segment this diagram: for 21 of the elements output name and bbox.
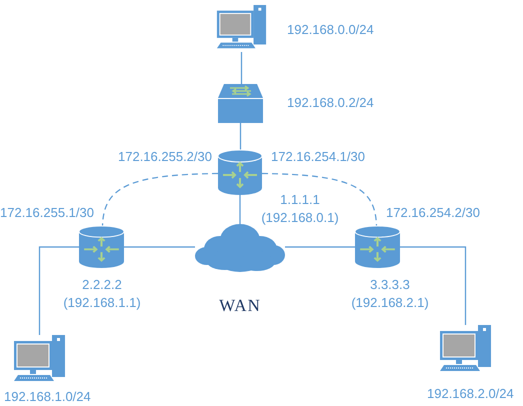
network-link xyxy=(240,123,242,150)
dashed-link xyxy=(262,172,378,226)
ip-address-label: 192.168.1.0/24 xyxy=(4,388,91,406)
network-link xyxy=(124,246,195,248)
ip-address-label: 192.168.2.0/24 xyxy=(427,385,514,403)
dashed-link xyxy=(102,172,218,226)
ip-address-label: 172.16.255.2/30 xyxy=(118,148,212,166)
network-link xyxy=(239,195,241,225)
ip-address-label: 2.2.2.2 (192.168.1.1) xyxy=(62,276,142,312)
network-link xyxy=(240,52,242,84)
ip-address-label: 1.1.1.1 (192.168.0.1) xyxy=(260,191,340,227)
network-link xyxy=(285,246,355,248)
network-link xyxy=(400,246,466,325)
ip-address-label: 172.16.254.1/30 xyxy=(271,148,365,166)
ip-address-label: 172.16.254.2/30 xyxy=(386,204,480,222)
ip-address-label: 172.16.255.1/30 xyxy=(0,204,94,222)
network-link xyxy=(38,246,79,335)
ip-address-label: 3.3.3.3 (192.168.2.1) xyxy=(350,276,430,312)
ip-address-label: 192.168.0.0/24 xyxy=(287,21,374,39)
network-label: WAN xyxy=(218,297,262,315)
ip-address-label: 192.168.0.2/24 xyxy=(287,94,374,112)
